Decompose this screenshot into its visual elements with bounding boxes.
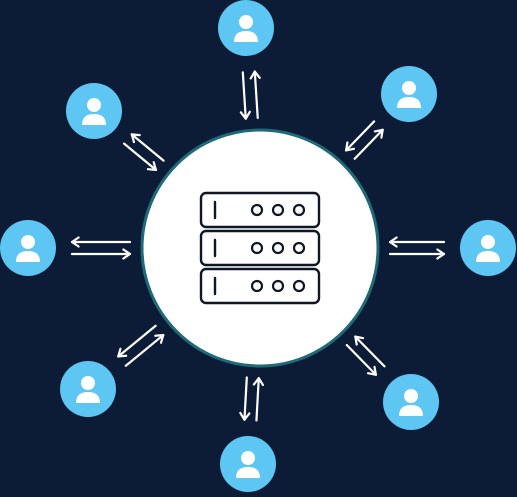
server-node	[140, 128, 380, 368]
arrow-to-top	[249, 70, 261, 119]
arrow-from-left	[70, 248, 132, 260]
status-led	[271, 203, 285, 217]
arrow-from-bottom-right	[354, 335, 386, 368]
client-node-top-left	[66, 83, 122, 139]
arrow-from-bottom-left	[124, 333, 165, 367]
user-icon	[16, 235, 40, 262]
user-icon	[234, 15, 258, 42]
client-node-bottom-left	[60, 361, 116, 417]
server-unit	[199, 229, 321, 267]
arrow-to-bottom-right	[345, 343, 378, 376]
arrow-to-bottom-left	[117, 324, 157, 358]
client-node-bottom-right	[383, 374, 439, 430]
status-led	[292, 203, 306, 217]
status-led	[271, 279, 285, 293]
arrow-to-bottom	[239, 376, 251, 421]
arrow-from-top	[239, 71, 251, 120]
arrow-from-bottom	[252, 377, 265, 422]
arrow-from-right	[388, 236, 446, 248]
user-icon	[76, 376, 100, 403]
status-led	[250, 203, 264, 217]
status-led	[271, 241, 285, 255]
arrow-to-right	[388, 248, 446, 260]
arrow-from-top-right	[344, 120, 376, 152]
arrow-to-top-left	[130, 133, 165, 162]
user-icon	[476, 235, 500, 262]
status-led	[292, 279, 306, 293]
user-icon	[397, 81, 421, 108]
client-node-bottom	[220, 436, 276, 492]
client-node-top	[218, 0, 274, 56]
client-node-right	[460, 220, 516, 276]
client-node-left	[0, 220, 56, 276]
server-unit	[199, 267, 321, 305]
server-unit	[199, 191, 321, 229]
user-icon	[399, 389, 423, 416]
status-led	[250, 241, 264, 255]
status-led	[250, 279, 264, 293]
user-icon	[236, 451, 260, 478]
client-node-top-right	[381, 66, 437, 122]
status-led	[292, 241, 306, 255]
connection-arrows	[70, 70, 446, 422]
arrow-to-left	[70, 236, 132, 248]
arrow-from-top-left	[123, 142, 158, 171]
arrow-to-top-right	[353, 128, 384, 160]
user-icon	[82, 98, 106, 125]
server-rack-icon	[199, 191, 321, 305]
